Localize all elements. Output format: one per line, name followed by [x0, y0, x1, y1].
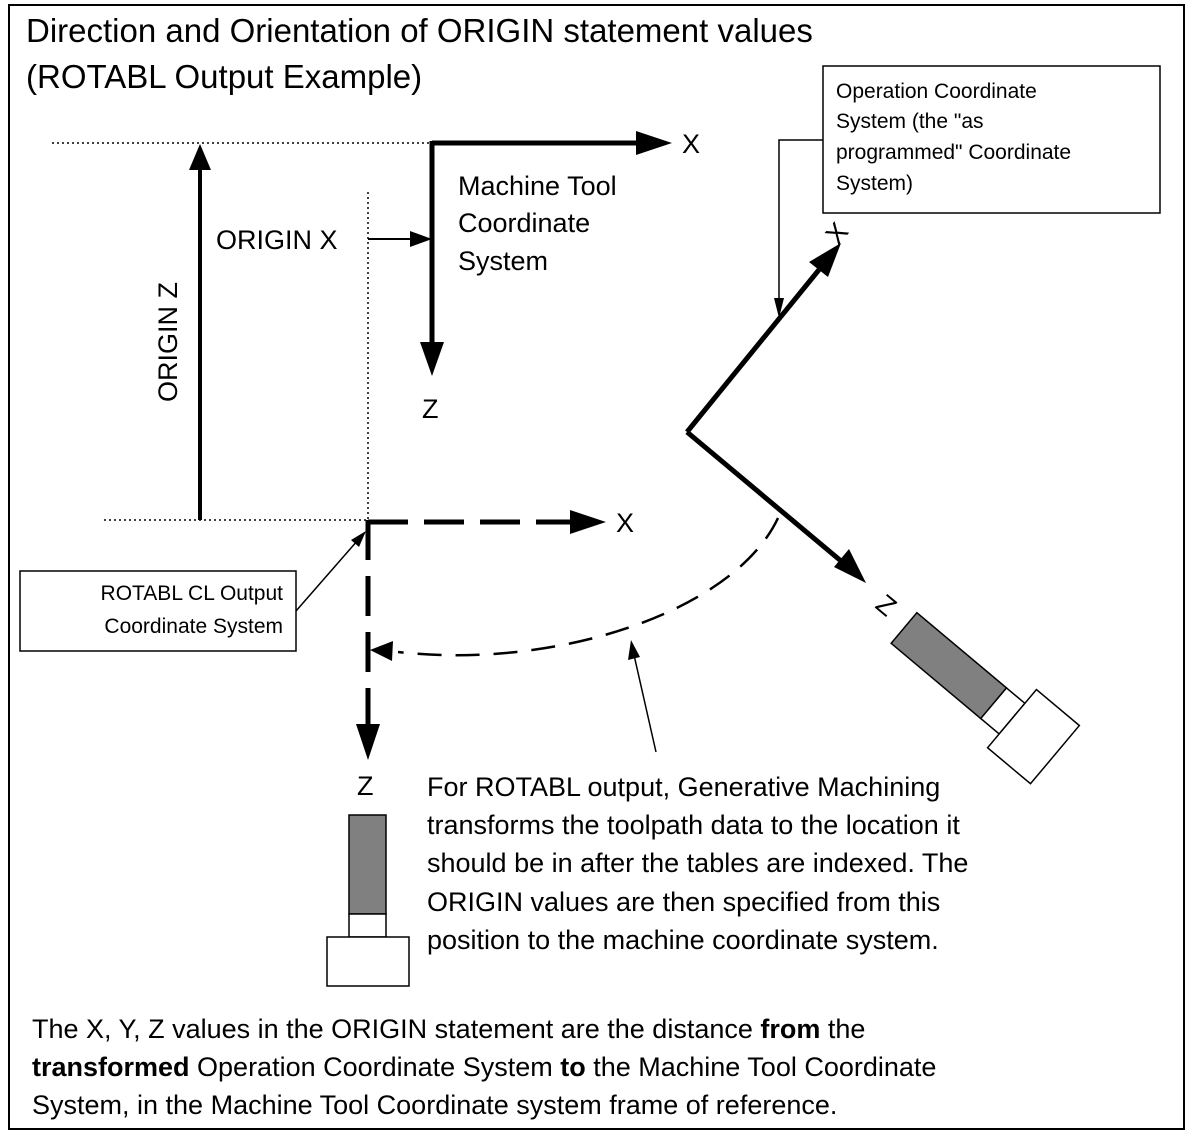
operation-callout-line-4: System) — [836, 172, 913, 195]
origin-z-arrow — [189, 144, 211, 520]
rotabl-callout-leader — [295, 531, 366, 612]
machine-tool-z-label: Z — [422, 394, 439, 424]
rotation-arc-arrow — [370, 517, 780, 661]
title-line-2: (ROTABL Output Example) — [26, 58, 422, 95]
vertical-tool-collar — [348, 913, 387, 938]
rotabl-callout-line-1: ROTABL CL Output — [101, 582, 284, 605]
operation-callout-line-1: Operation Coordinate — [836, 80, 1037, 103]
footer-line-1: The X, Y, Z values in the ORIGIN stateme… — [32, 1014, 865, 1044]
operation-callout-leader — [774, 139, 823, 318]
title-line-1: Direction and Orientation of ORIGIN stat… — [26, 12, 813, 49]
vertical-tool — [326, 814, 410, 987]
rotabl-x-label: X — [616, 508, 634, 538]
machine-tool-label-line-2: Coordinate — [458, 208, 590, 238]
vertical-tool-holder — [326, 936, 410, 987]
machine-tool-x-axis — [432, 131, 672, 155]
operation-x-axis — [685, 243, 841, 434]
rotabl-z-label: Z — [357, 771, 374, 801]
note-line-5: position to the machine coordinate syste… — [427, 925, 939, 955]
machine-tool-x-label: X — [682, 129, 700, 159]
footer-line-2-part-b: Operation Coordinate System — [190, 1052, 561, 1082]
operation-callout-line-3: programmed" Coordinate — [836, 141, 1071, 164]
operation-callout-box — [822, 65, 1161, 214]
operation-z-axis — [685, 430, 866, 583]
vertical-tool-body — [348, 814, 387, 915]
rotabl-callout-box — [19, 570, 297, 652]
note-line-4: ORIGIN values are then specified from th… — [427, 887, 940, 917]
note-leader — [628, 640, 657, 753]
footer-line-3: System, in the Machine Tool Coordinate s… — [32, 1090, 837, 1120]
note-line-3: should be in after the tables are indexe… — [427, 848, 968, 878]
footer-bold-from: from — [760, 1014, 820, 1044]
footer-line-2-part-d: the Machine Tool Coordinate — [586, 1052, 937, 1082]
rotated-tool-holder — [986, 688, 1081, 785]
rotabl-x-axis — [368, 510, 606, 534]
footer-line-1-part-c: the — [820, 1014, 865, 1044]
note-line-1: For ROTABL output, Generative Machining — [427, 772, 940, 802]
rotabl-callout-line-2: Coordinate System — [104, 615, 283, 638]
origin-x-label: ORIGIN X — [216, 225, 338, 255]
operation-callout-line-2: System (the "as — [836, 110, 984, 133]
rotabl-z-axis — [356, 520, 380, 760]
rotated-tool — [890, 611, 1081, 785]
origin-z-label: ORIGIN Z — [153, 282, 183, 402]
machine-tool-label-line-1: Machine Tool — [458, 171, 617, 201]
footer-line-1-part-a: The X, Y, Z values in the ORIGIN stateme… — [32, 1014, 760, 1044]
footer-bold-transformed: transformed — [32, 1052, 190, 1082]
footer-line-2: transformed Operation Coordinate System … — [32, 1052, 936, 1082]
machine-tool-label-line-3: System — [458, 246, 548, 276]
note-line-2: transforms the toolpath data to the loca… — [427, 810, 960, 840]
footer-bold-to: to — [560, 1052, 585, 1082]
origin-x-arrow — [368, 231, 432, 247]
machine-tool-z-axis — [420, 141, 444, 376]
